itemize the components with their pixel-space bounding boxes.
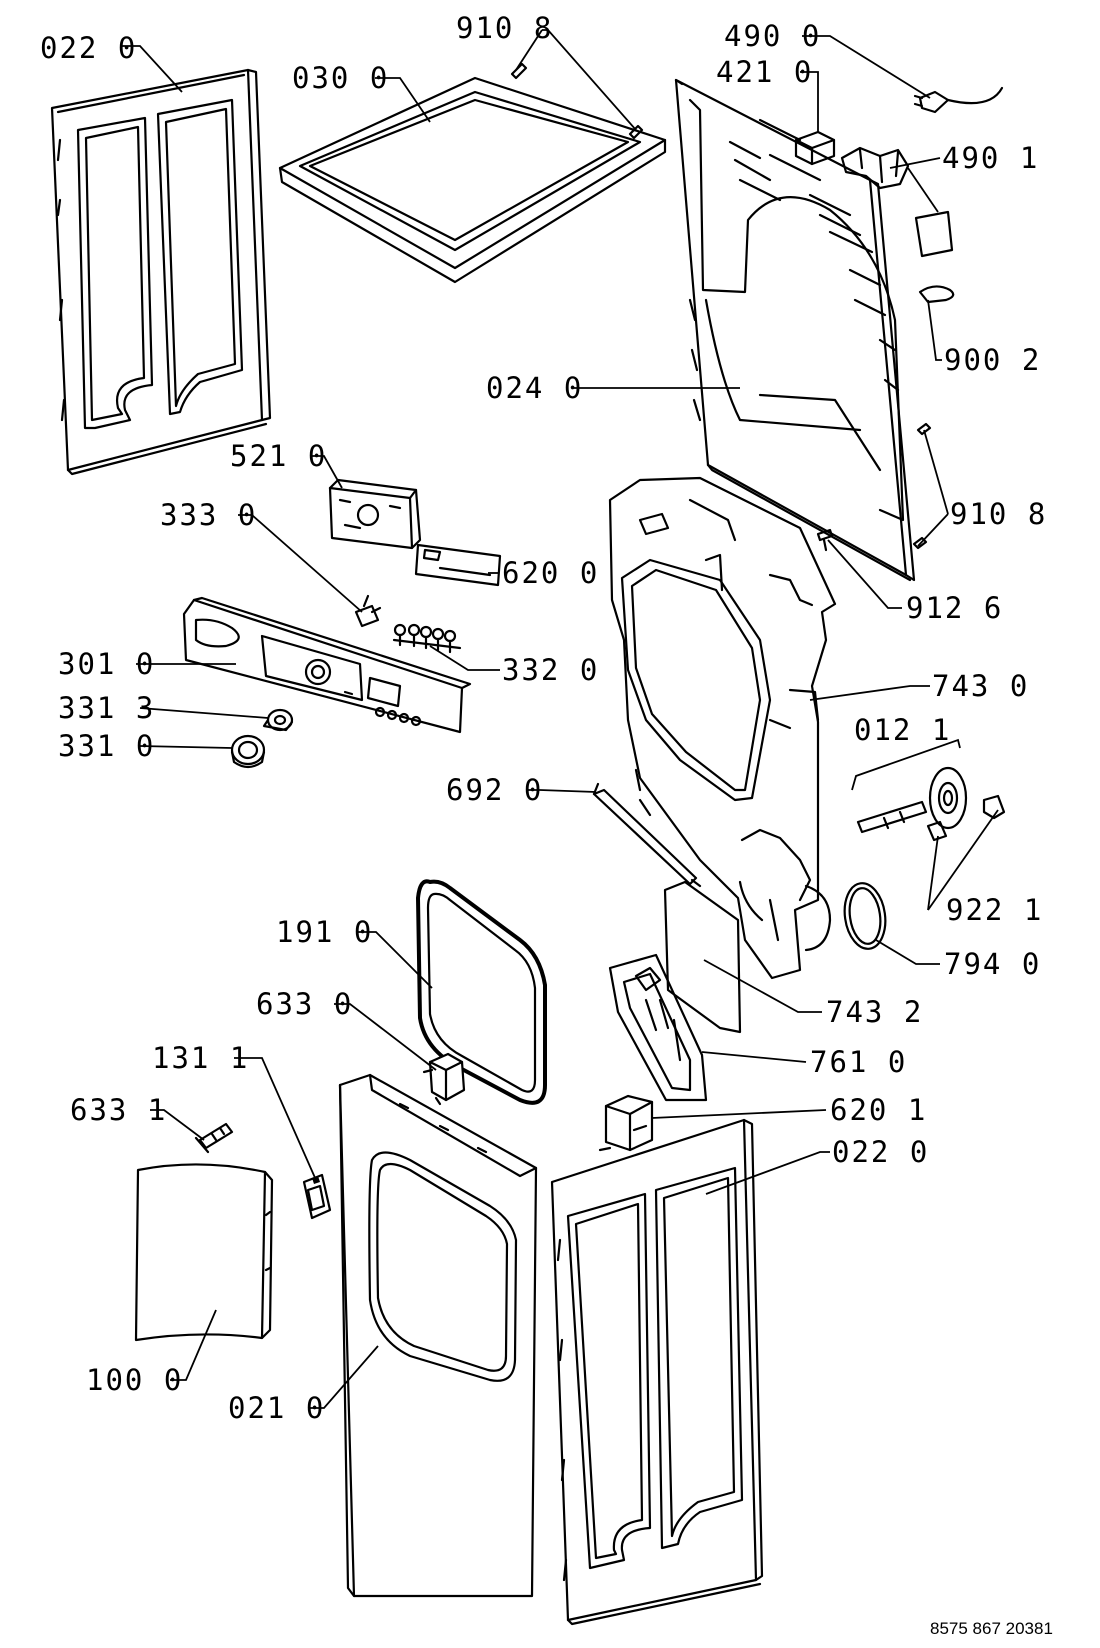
front-frame-drawing — [608, 476, 837, 980]
label-012-1: 012 1 — [854, 713, 951, 747]
knob-insert-drawing — [262, 708, 294, 732]
rod-692-drawing — [592, 782, 702, 888]
label-910-8-right: 910 8 — [950, 497, 1047, 531]
label-620-0: 620 0 — [502, 556, 599, 590]
label-633-1: 633 1 — [70, 1093, 167, 1127]
power-cord-drawing — [913, 86, 1004, 114]
label-743-0: 743 0 — [932, 669, 1029, 703]
label-301-0: 301 0 — [58, 647, 155, 681]
label-900-2: 900 2 — [944, 343, 1041, 377]
label-331-3: 331 3 — [58, 691, 155, 725]
leader-lines — [122, 29, 999, 1409]
label-021-0: 021 0 — [228, 1391, 325, 1425]
label-761-0: 761 0 — [810, 1045, 907, 1079]
label-333-0: 333 0 — [160, 498, 257, 532]
label-191-0: 191 0 — [276, 915, 373, 949]
screw-912-drawing — [816, 528, 834, 552]
label-490-0: 490 0 — [724, 19, 821, 53]
clip-922-drawing — [926, 820, 948, 842]
label-912-6: 912 6 — [906, 591, 1003, 625]
label-521-0: 521 0 — [230, 439, 327, 473]
door-drawing — [134, 1163, 274, 1342]
belt-ring-drawing — [843, 882, 887, 950]
part-labels: 022 0 030 0 910 8 490 0 421 0 490 1 900 … — [40, 11, 1047, 1425]
control-bracket-drawing — [328, 478, 422, 550]
label-022-0-top: 022 0 — [40, 31, 137, 65]
label-022-0-bottom: 022 0 — [832, 1135, 929, 1169]
label-100-0: 100 0 — [86, 1363, 183, 1397]
label-633-0: 633 0 — [256, 987, 353, 1021]
label-743-2: 743 2 — [826, 995, 923, 1029]
control-panel-drawing — [182, 596, 472, 734]
top-cover-drawing — [278, 76, 667, 284]
label-030-0: 030 0 — [292, 61, 389, 95]
screws-right-drawing — [912, 422, 932, 550]
label-421-0: 421 0 — [716, 55, 813, 89]
plate-743-2-drawing — [663, 880, 742, 1034]
label-131-1: 131 1 — [152, 1041, 249, 1075]
hinge-pin-drawing — [194, 1122, 234, 1154]
door-gasket-drawing — [416, 879, 547, 1105]
label-024-0: 024 0 — [486, 371, 583, 405]
label-910-8-top: 910 8 — [456, 11, 553, 45]
pcb-drawing — [414, 543, 502, 587]
side-panel-left-drawing — [50, 68, 272, 476]
drum-roller-drawing — [856, 766, 1006, 834]
front-panel-drawing — [338, 1073, 538, 1598]
knob-drawing — [230, 734, 266, 769]
drawing-number: 8575 867 20381 — [930, 1619, 1053, 1638]
label-332-0: 332 0 — [502, 653, 599, 687]
label-794-0: 794 0 — [944, 947, 1041, 981]
label-620-1: 620 1 — [830, 1093, 927, 1127]
switch-333-drawing — [354, 594, 382, 628]
clip-drawing — [918, 285, 955, 304]
door-lock-drawing — [422, 1052, 466, 1106]
switch-131-drawing — [302, 1173, 332, 1220]
label-490-1: 490 1 — [942, 141, 1039, 175]
push-buttons-drawing — [392, 623, 462, 654]
lint-filter-drawing — [608, 953, 708, 1102]
label-331-0: 331 0 — [58, 729, 155, 763]
back-panel-drawing — [674, 78, 916, 582]
label-692-0: 692 0 — [446, 773, 543, 807]
small-plate-drawing — [914, 210, 954, 258]
side-panel-right-drawing — [550, 1118, 764, 1626]
label-922-1: 922 1 — [946, 893, 1043, 927]
module-620-1-drawing — [598, 1094, 654, 1152]
